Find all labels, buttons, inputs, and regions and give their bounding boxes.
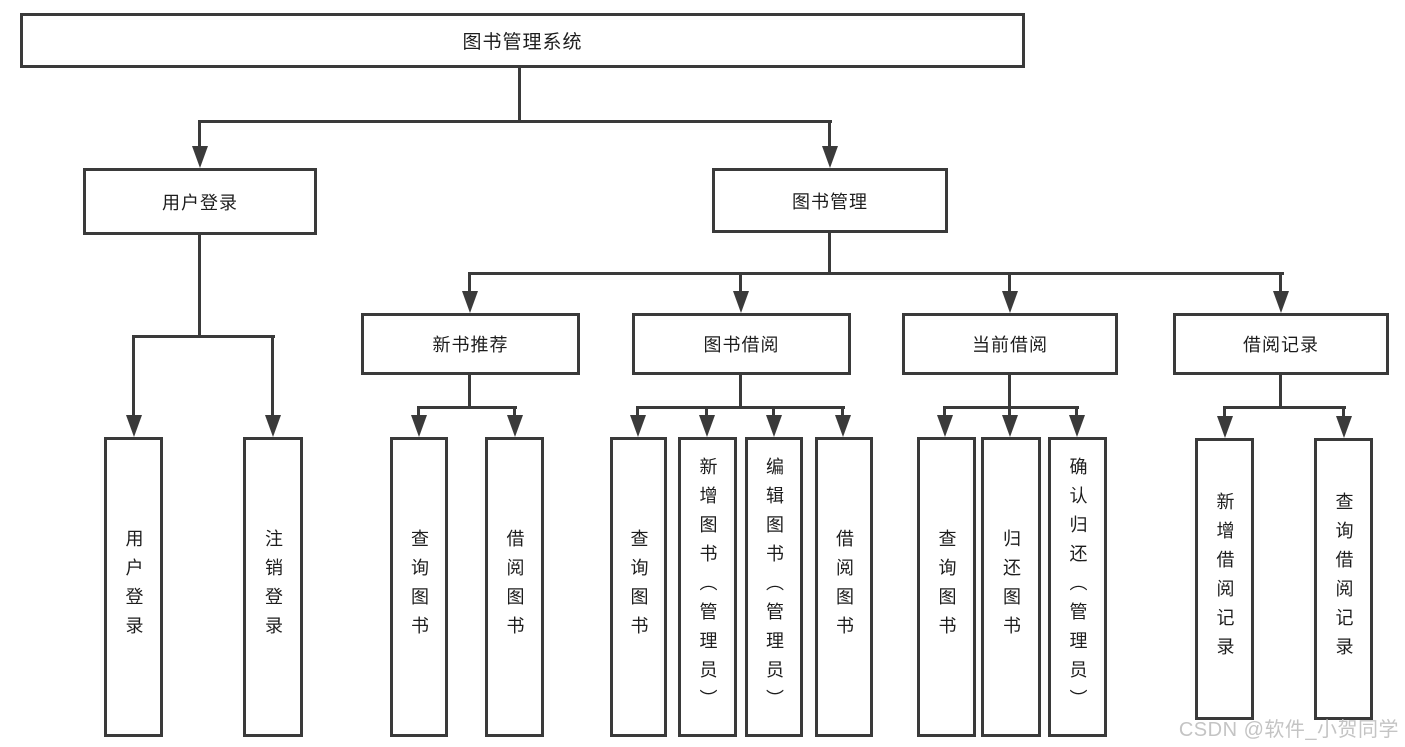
node-leaf-borrow-books-recommend: 借阅图书 [485,437,544,737]
arrowhead-down-icon [1336,416,1352,438]
node-leaf-add-books-admin: 新增图书（管理员） [678,437,737,737]
arrowhead-down-icon [822,146,838,168]
node-label: 查询借阅记录 [1333,492,1354,666]
connector-leaf [636,406,639,417]
node-borrowing-records: 借阅记录 [1173,313,1389,375]
connector-leaf [1342,406,1345,417]
connector-leaf [1223,406,1226,417]
node-label: 图书管理系统 [462,32,583,53]
arrowhead-down-icon [1069,415,1085,437]
connector-new-book-stem [468,375,471,406]
connector-to-new-book [468,272,471,293]
arrowhead-down-icon [733,291,749,313]
arrowhead-down-icon [630,415,646,437]
node-leaf-return-books: 归还图书 [981,437,1041,737]
node-label: 借阅图书 [834,529,854,645]
node-user-login: 用户登录 [83,168,317,235]
node-leaf-query-borrow-record: 查询借阅记录 [1314,438,1373,720]
node-new-book-recommend: 新书推荐 [361,313,580,375]
arrowhead-down-icon [411,415,427,437]
connector-leaf [772,406,775,417]
arrowhead-down-icon [766,415,782,437]
connector-current-stem [1008,375,1011,406]
node-label: 确认归还（管理员） [1067,456,1088,718]
connector-current-rail [943,406,1079,409]
connector-book-borrow-stem [739,375,742,406]
arrowhead-down-icon [699,415,715,437]
connector-to-user-login [198,120,201,148]
arrowhead-down-icon [835,415,851,437]
connector-to-logout-leaf [271,335,274,415]
node-label: 新增图书（管理员） [697,456,718,718]
arrowhead-down-icon [1002,291,1018,313]
connector-record-stem [1279,375,1282,406]
node-label: 图书借阅 [703,335,780,355]
node-label: 当前借阅 [972,335,1048,355]
node-book-borrowing: 图书借阅 [632,313,851,375]
node-label: 查询图书 [409,529,429,645]
connector-user-login-stem [198,235,201,335]
node-leaf-query-books-recommend: 查询图书 [390,437,448,737]
node-label: 用户登录 [123,529,144,645]
node-label: 编辑图书（管理员） [764,456,784,718]
connector-to-login-leaf [132,335,135,415]
connector-new-book-rail [417,406,517,409]
node-book-management: 图书管理 [712,168,948,233]
connector-leaf [513,406,516,417]
arrowhead-down-icon [1273,291,1289,313]
node-library-management-system: 图书管理系统 [20,13,1025,68]
connector-user-login-rail [132,335,275,338]
connector-book-borrow-rail [636,406,845,409]
node-label: 注销登录 [263,529,283,645]
connector-book-mgmt-rail [468,272,1284,275]
connector-leaf [705,406,708,417]
arrowhead-down-icon [126,415,142,437]
connector-record-rail [1223,406,1346,409]
node-label: 查询图书 [628,529,649,645]
node-leaf-query-books-borrow: 查询图书 [610,437,667,737]
connector-leaf [943,406,946,417]
node-leaf-add-borrow-record: 新增借阅记录 [1195,438,1254,720]
connector-book-mgmt-stem [828,233,831,272]
node-leaf-confirm-return-admin: 确认归还（管理员） [1048,437,1107,737]
node-label: 图书管理 [792,191,868,212]
node-label: 查询图书 [936,529,957,645]
connector-root-rail [198,120,832,123]
node-leaf-user-login: 用户登录 [104,437,163,737]
node-leaf-logout: 注销登录 [243,437,303,737]
connector-to-book-management [828,120,831,148]
arrowhead-down-icon [937,415,953,437]
connector-leaf [417,406,420,417]
connector-to-borrow-record [1279,272,1282,293]
connector-leaf [841,406,844,417]
arrowhead-down-icon [192,146,208,168]
node-leaf-edit-books-admin: 编辑图书（管理员） [745,437,803,737]
connector-to-current-borrow [1008,272,1011,293]
connector-to-book-borrow [739,272,742,293]
node-label: 新书推荐 [432,335,509,355]
arrowhead-down-icon [507,415,523,437]
arrowhead-down-icon [1217,416,1233,438]
node-label: 新增借阅记录 [1214,492,1235,666]
node-leaf-query-books-current: 查询图书 [917,437,976,737]
arrowhead-down-icon [462,291,478,313]
node-leaf-borrow-books: 借阅图书 [815,437,873,737]
arrowhead-down-icon [265,415,281,437]
node-label: 借阅记录 [1243,335,1319,355]
connector-leaf [1008,406,1011,417]
node-label: 借阅图书 [504,529,525,645]
node-label: 用户登录 [162,192,238,213]
node-current-borrowing: 当前借阅 [902,313,1118,375]
connector-leaf [1075,406,1078,417]
connector-root-stem [518,68,521,120]
node-label: 归还图书 [1001,529,1021,645]
arrowhead-down-icon [1002,415,1018,437]
